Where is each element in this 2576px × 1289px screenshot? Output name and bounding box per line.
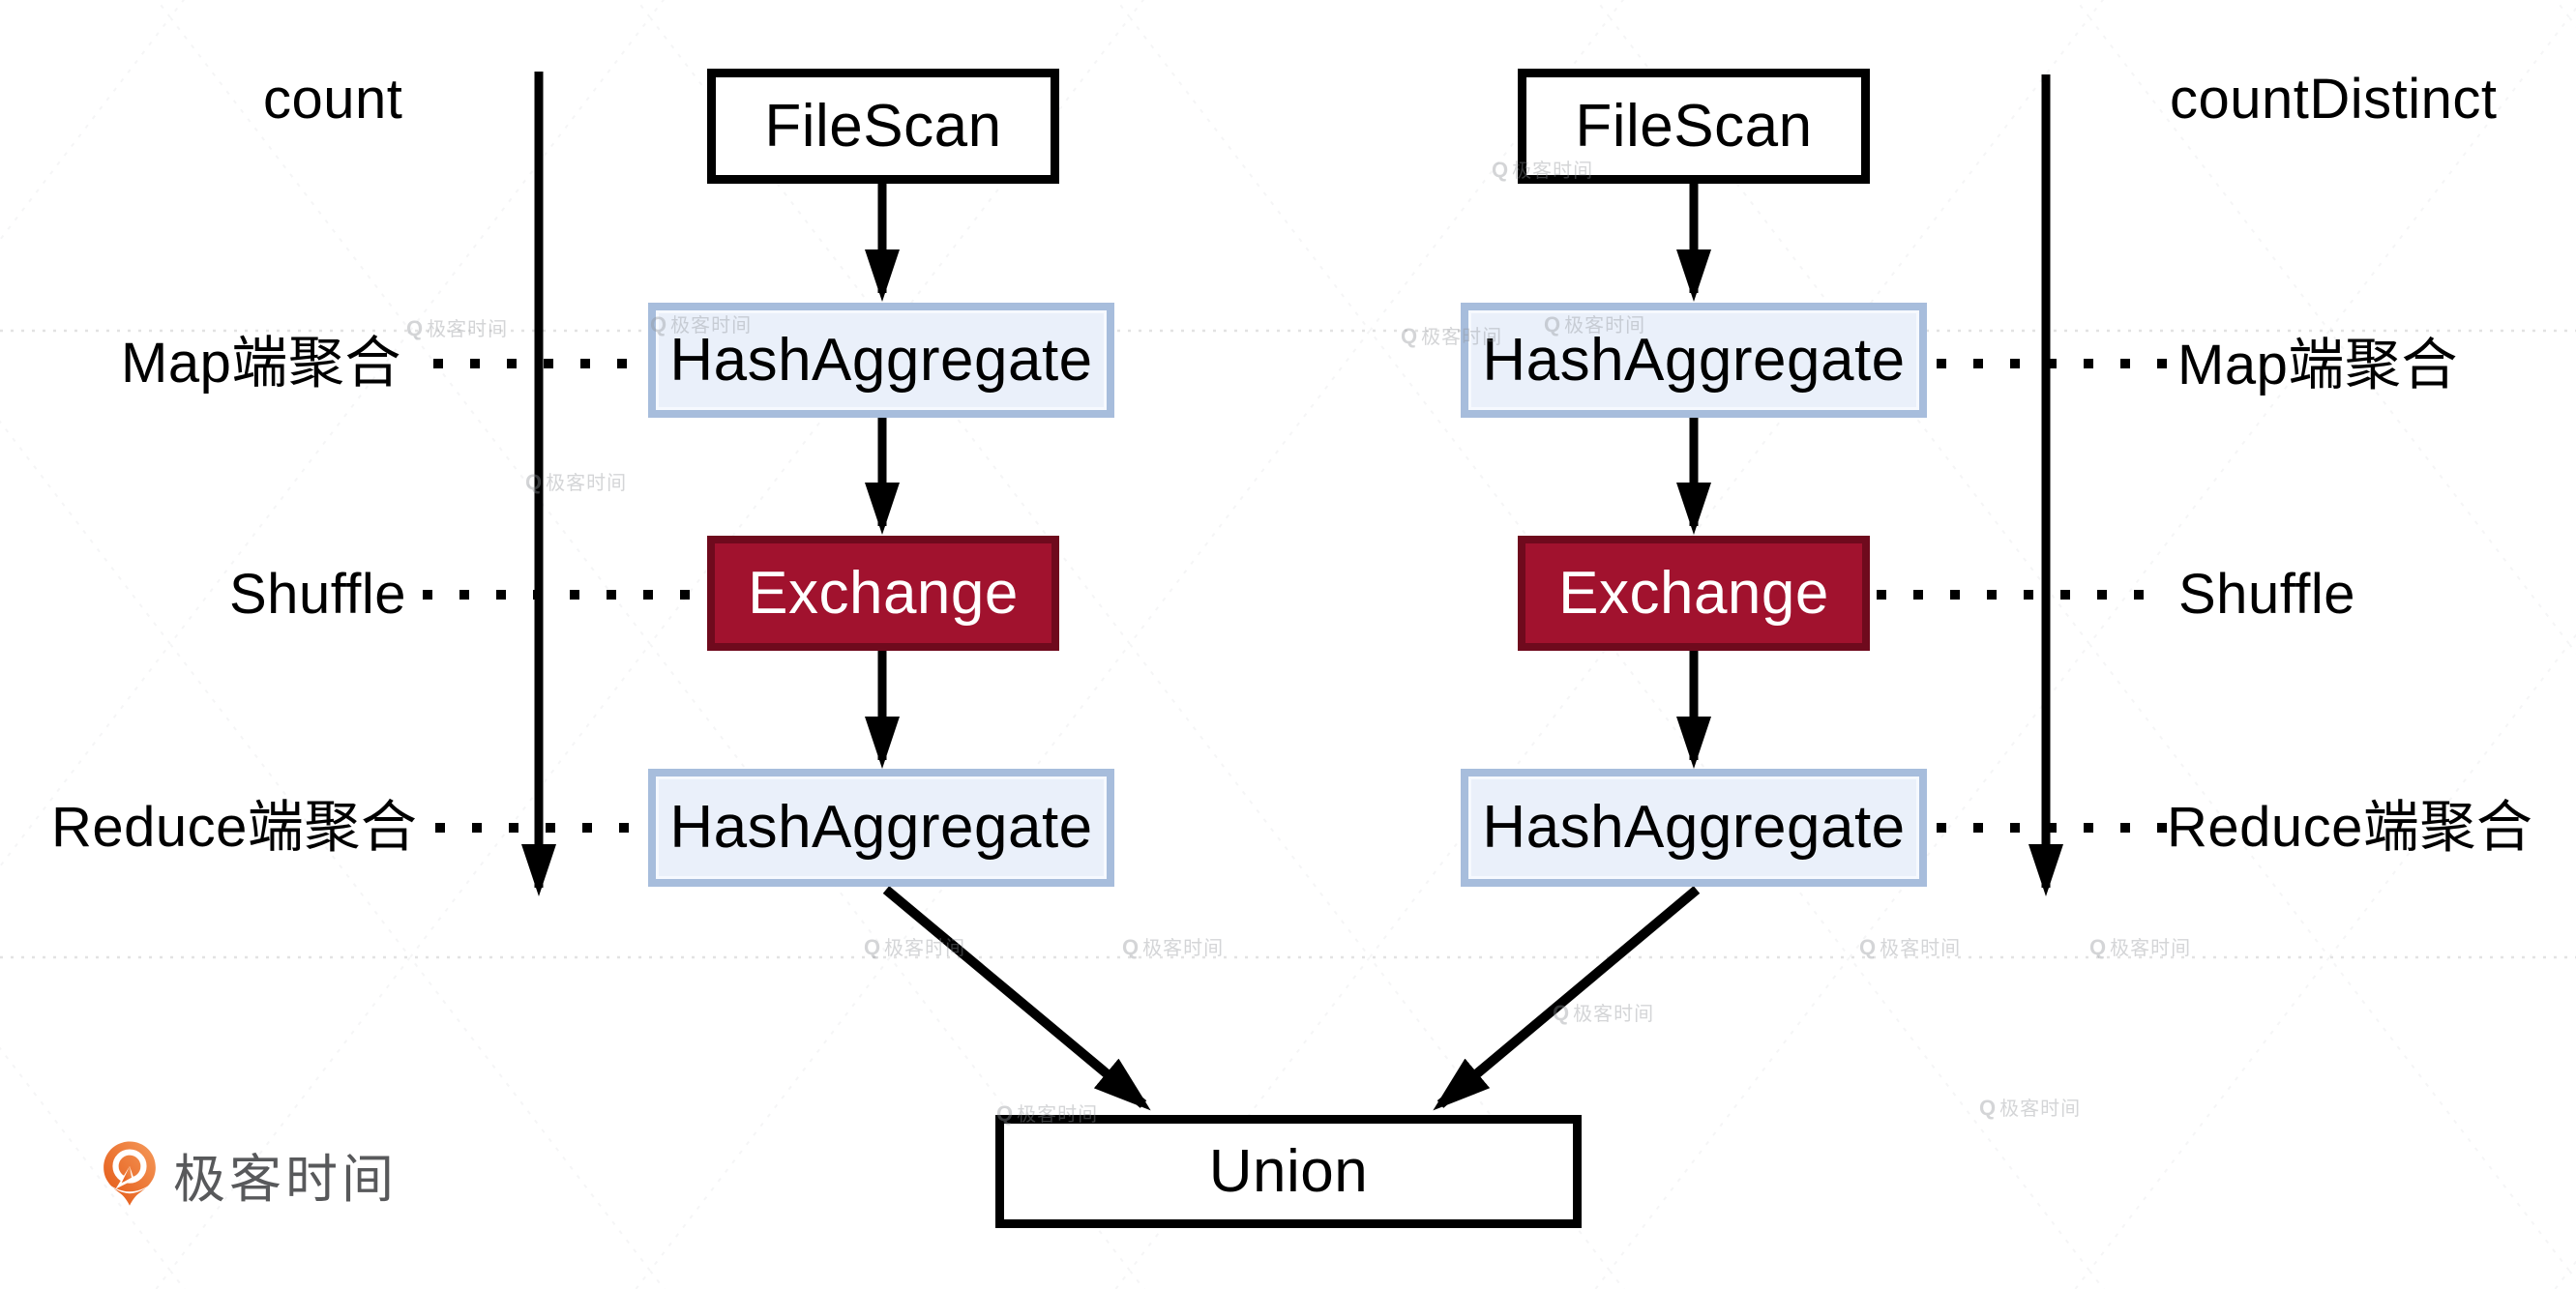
node-label: HashAggregate <box>1482 326 1906 394</box>
node-hashaggregate-map-right: HashAggregate <box>1461 303 1927 418</box>
node-label: HashAggregate <box>1482 794 1906 861</box>
stage-label-shuffle-right: Shuffle <box>2178 563 2356 626</box>
node-filescan-left: FileScan <box>707 69 1059 184</box>
countdistinct-label: countDistinct <box>2170 68 2498 131</box>
geektime-logo-icon <box>104 1141 156 1206</box>
node-label: Exchange <box>748 559 1019 627</box>
geektime-logo: 极客时间 <box>100 1136 398 1213</box>
node-hashaggregate-reduce-right: HashAggregate <box>1461 769 1927 887</box>
node-union: Union <box>995 1115 1582 1228</box>
count-label: count <box>263 68 403 131</box>
stage-label-map-left: Map端聚合 <box>121 332 401 395</box>
stage-label-reduce-right: Reduce端聚合 <box>2167 796 2533 859</box>
stage-label-map-right: Map端聚合 <box>2177 334 2458 396</box>
edge-hashagg-union-left <box>882 886 1151 1111</box>
node-label: HashAggregate <box>669 794 1093 861</box>
node-label: Union <box>1208 1137 1369 1205</box>
geektime-logo-text: 极客时间 <box>173 1151 398 1209</box>
node-exchange-left: Exchange <box>707 536 1059 651</box>
node-label: HashAggregate <box>669 326 1093 394</box>
node-exchange-right: Exchange <box>1518 536 1870 651</box>
node-hashaggregate-map-left: HashAggregate <box>648 303 1114 418</box>
node-label: FileScan <box>1575 92 1813 160</box>
node-label: FileScan <box>764 92 1002 160</box>
node-hashaggregate-reduce-left: HashAggregate <box>648 769 1114 887</box>
node-filescan-right: FileScan <box>1518 69 1870 184</box>
node-label: Exchange <box>1558 559 1829 627</box>
edge-hashagg-union-right <box>1433 886 1701 1111</box>
stage-label-reduce-left: Reduce端聚合 <box>51 796 418 859</box>
stage-label-shuffle-left: Shuffle <box>229 563 407 626</box>
